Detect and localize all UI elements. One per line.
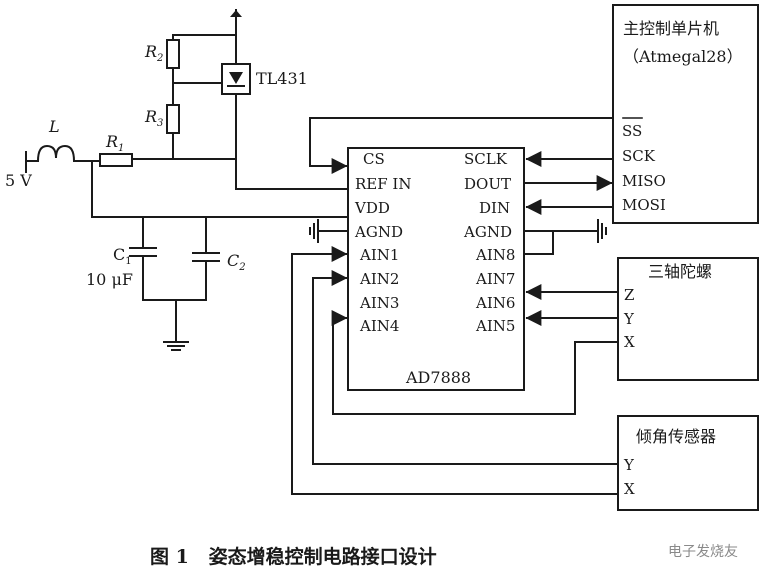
mcu-pin-ss: SS: [622, 122, 642, 140]
r1-label: R1: [105, 132, 124, 154]
adc-pin-refin: REF IN: [355, 175, 411, 193]
adc-pin-cs: CS: [363, 150, 385, 168]
r2-label: R2: [144, 42, 163, 64]
inductor-label: L: [48, 117, 60, 136]
tilt-title: 倾角传感器: [636, 427, 716, 446]
c1-label: C1: [113, 245, 132, 267]
adc-name: AD7888: [405, 368, 471, 387]
watermark: 电子发烧友: [668, 544, 738, 560]
adc-pin-agnd-right: AGND: [463, 223, 512, 241]
adc-pin-ain5: AIN5: [475, 317, 515, 335]
tilt-pin-y: Y: [623, 456, 635, 474]
supply-label: 5 V: [5, 171, 32, 190]
adc-pin-ain4: AIN4: [359, 317, 399, 335]
c1-value: 10 μF: [86, 270, 133, 289]
mcu-pin-sck: SCK: [622, 147, 656, 165]
figure-caption: 图 1 姿态增稳控制电路接口设计: [150, 545, 437, 568]
adc-pin-ain1: AIN1: [359, 246, 399, 264]
mcu-pin-miso: MISO: [622, 172, 666, 190]
adc-box: [347, 147, 525, 391]
wire-ss-cs: [309, 117, 614, 174]
adc-pin-ain2: AIN2: [359, 270, 399, 288]
inductor: [36, 144, 76, 163]
resistor-r3: [166, 104, 180, 134]
adc-pin-ain8: AIN8: [475, 246, 515, 264]
r3-label: R3: [144, 107, 163, 129]
adc-pin-agnd-left: AGND: [354, 223, 403, 241]
mcu-box: [612, 4, 759, 224]
adc-pin-sclk: SCLK: [464, 150, 508, 168]
wire-agnd-ain8: [523, 230, 554, 255]
gyro-pin-z: Z: [624, 286, 634, 304]
gyro-pin-y: Y: [623, 310, 635, 328]
tl431-symbol: [229, 72, 243, 84]
adc-pin-vdd: VDD: [354, 199, 390, 217]
mcu-model: （Atmegal28）: [623, 47, 743, 66]
adc-pin-ain6: AIN6: [475, 294, 515, 312]
gyro-title: 三轴陀螺: [648, 262, 712, 281]
top-terminal: [230, 10, 242, 17]
tilt-pin-x: X: [624, 480, 635, 498]
adc-pin-ain7: AIN7: [475, 270, 515, 288]
gyro-pin-x: X: [624, 333, 635, 351]
resistor-r2: [166, 39, 180, 69]
resistor-r1: [99, 153, 133, 167]
tl431-label: TL431: [256, 69, 308, 88]
adc-pin-ain3: AIN3: [359, 294, 399, 312]
adc-pin-din: DIN: [479, 199, 510, 217]
adc-pin-dout: DOUT: [464, 175, 511, 193]
wire-gyro-x-ain4: [331, 310, 619, 415]
wire-tilt-y-ain2: [312, 270, 619, 465]
c2-label: C2: [227, 251, 246, 273]
mcu-title: 主控制单片机: [623, 19, 719, 38]
wire-tilt-x-ain1: [291, 246, 619, 495]
mcu-pin-mosi: MOSI: [622, 196, 666, 214]
